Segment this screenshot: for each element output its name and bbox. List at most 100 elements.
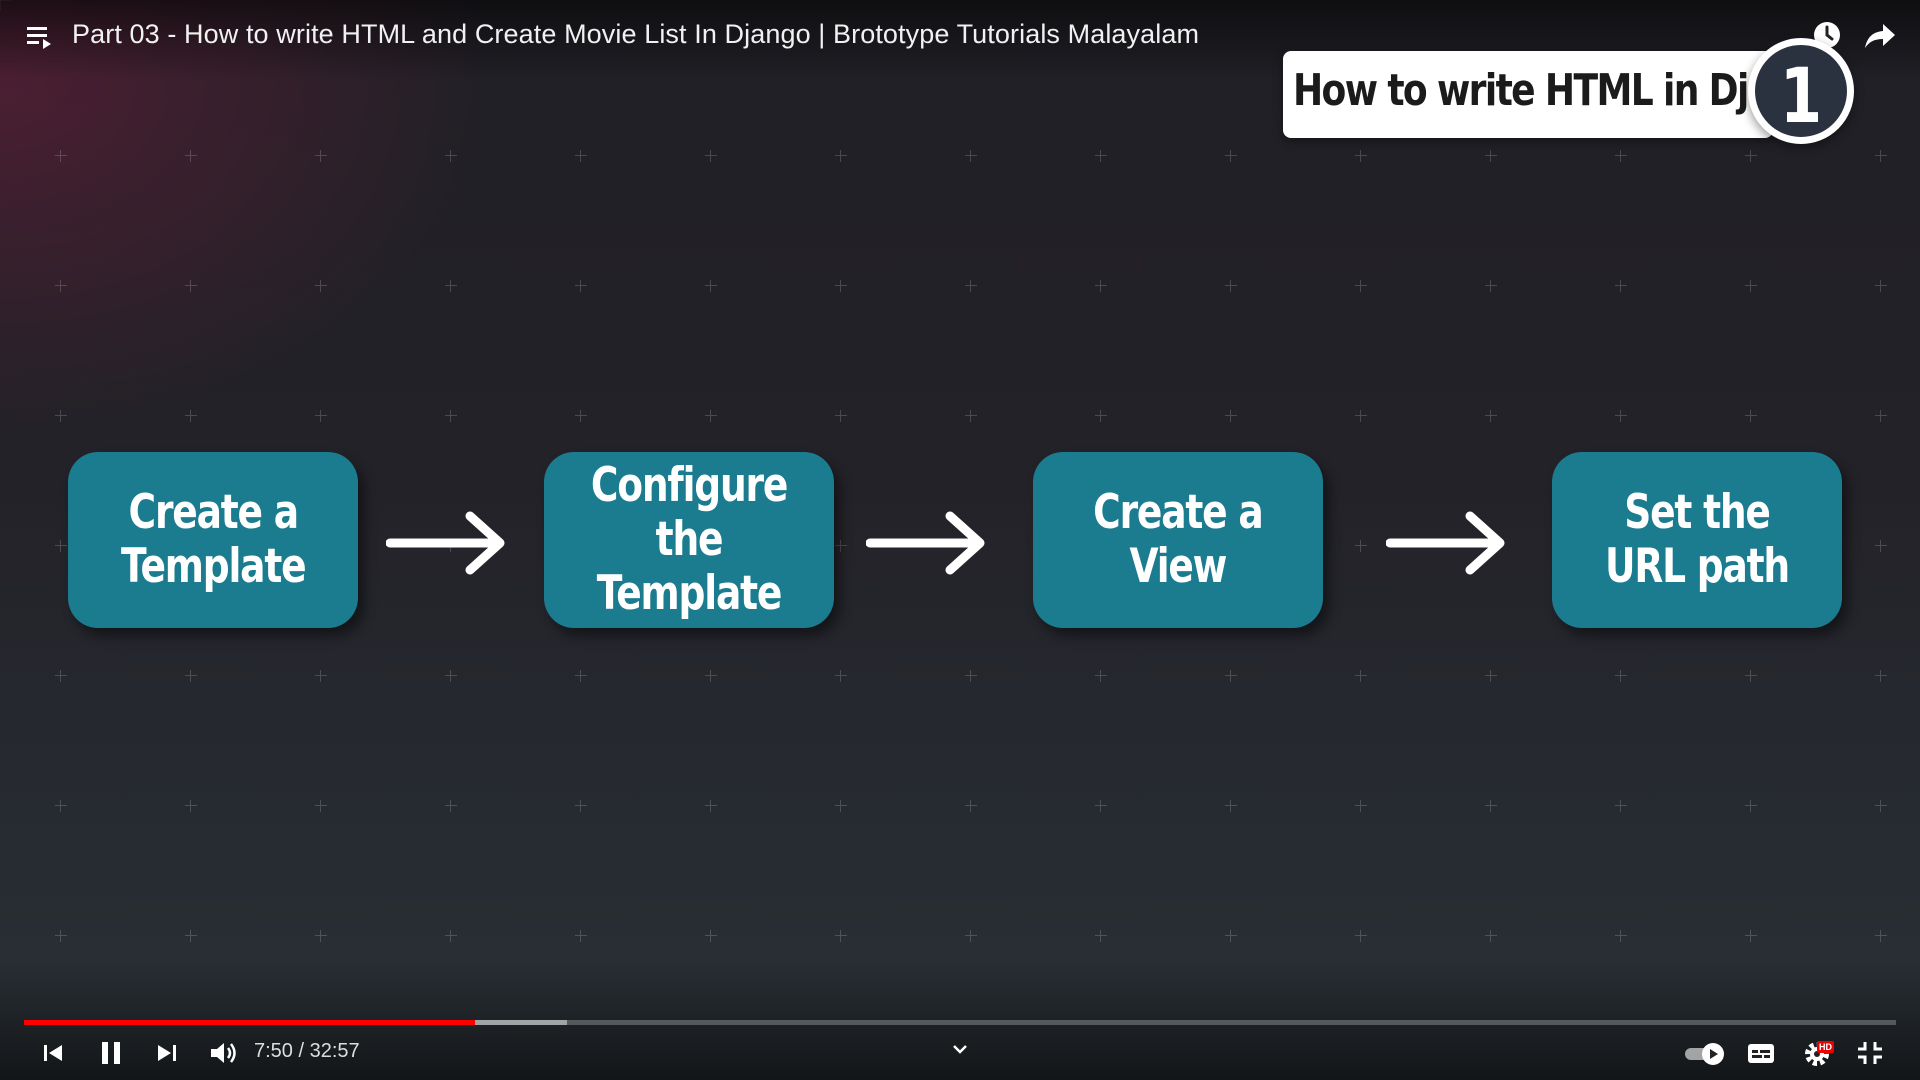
plus-mark	[315, 410, 327, 422]
volume-icon[interactable]	[208, 1038, 238, 1068]
progress-bar[interactable]	[24, 1020, 1896, 1025]
plus-mark	[1485, 280, 1497, 292]
plus-mark	[1095, 800, 1107, 812]
step-label: Configure the Template	[590, 458, 789, 621]
arrow-right-icon	[386, 511, 505, 575]
plus-mark	[705, 800, 717, 812]
plus-mark	[1225, 410, 1237, 422]
skip-next-icon[interactable]	[154, 1038, 180, 1068]
plus-mark	[315, 800, 327, 812]
step-label: Set the URL path	[1605, 485, 1790, 594]
plus-mark	[575, 930, 587, 942]
plus-mark	[1225, 800, 1237, 812]
plus-mark	[1615, 150, 1627, 162]
plus-mark	[55, 150, 67, 162]
plus-mark	[965, 670, 977, 682]
plus-mark	[1875, 670, 1887, 682]
video-title[interactable]: Part 03 - How to write HTML and Create M…	[72, 19, 1200, 49]
skip-previous-icon[interactable]	[40, 1038, 66, 1068]
plus-mark	[55, 280, 67, 292]
pause-icon[interactable]	[96, 1038, 126, 1068]
plus-mark	[1095, 670, 1107, 682]
hd-badge: HD	[1817, 1041, 1834, 1053]
plus-mark	[1615, 410, 1627, 422]
plus-mark	[1095, 930, 1107, 942]
step-label: Create a Template	[120, 485, 307, 594]
plus-mark	[1355, 410, 1367, 422]
plus-mark	[835, 410, 847, 422]
plus-mark	[445, 280, 457, 292]
plus-mark	[185, 670, 197, 682]
plus-mark	[445, 800, 457, 812]
plus-mark	[1355, 670, 1367, 682]
plus-mark	[1615, 800, 1627, 812]
plus-mark	[1875, 930, 1887, 942]
share-icon[interactable]	[1864, 22, 1896, 50]
plus-mark	[315, 150, 327, 162]
step-set-url-path: Set the URL path	[1552, 452, 1842, 628]
plus-mark	[185, 800, 197, 812]
plus-mark	[315, 280, 327, 292]
plus-mark	[185, 150, 197, 162]
plus-mark	[1225, 930, 1237, 942]
chevron-down-icon[interactable]	[950, 1040, 970, 1058]
plus-mark	[1355, 150, 1367, 162]
plus-mark	[1355, 540, 1367, 552]
plus-mark	[55, 540, 67, 552]
plus-mark	[1095, 150, 1107, 162]
plus-mark	[1485, 930, 1497, 942]
plus-mark	[1745, 410, 1757, 422]
plus-mark	[1225, 280, 1237, 292]
plus-mark	[965, 930, 977, 942]
plus-mark	[1095, 410, 1107, 422]
plus-mark	[575, 150, 587, 162]
exit-fullscreen-icon[interactable]	[1856, 1038, 1884, 1068]
plus-mark	[835, 670, 847, 682]
plus-mark	[835, 930, 847, 942]
plus-mark	[1485, 150, 1497, 162]
plus-mark	[1095, 280, 1107, 292]
captions-icon[interactable]	[1746, 1038, 1776, 1068]
plus-mark	[1875, 540, 1887, 552]
plus-mark	[575, 410, 587, 422]
plus-mark	[705, 670, 717, 682]
plus-mark	[445, 410, 457, 422]
top-bar: Part 03 - How to write HTML and Create M…	[0, 0, 1920, 80]
plus-mark	[1745, 280, 1757, 292]
plus-mark	[445, 670, 457, 682]
plus-mark	[965, 150, 977, 162]
plus-mark	[835, 280, 847, 292]
plus-mark	[185, 410, 197, 422]
progress-played	[24, 1020, 476, 1025]
plus-mark	[445, 150, 457, 162]
step-label: Create a View	[1093, 485, 1264, 594]
plus-mark	[965, 410, 977, 422]
plus-mark	[1875, 150, 1887, 162]
step-create-template: Create a Template	[68, 452, 358, 628]
plus-mark	[705, 410, 717, 422]
arrow-right-icon	[866, 511, 985, 575]
plus-mark	[1485, 670, 1497, 682]
plus-mark	[835, 800, 847, 812]
plus-mark	[705, 150, 717, 162]
plus-mark	[55, 800, 67, 812]
plus-mark	[1875, 280, 1887, 292]
plus-mark	[835, 150, 847, 162]
plus-mark	[705, 930, 717, 942]
plus-mark	[1615, 280, 1627, 292]
plus-mark	[1355, 800, 1367, 812]
plus-mark	[965, 280, 977, 292]
plus-mark	[315, 930, 327, 942]
step-configure-template: Configure the Template	[544, 452, 834, 628]
time-display: 7:50 / 32:57	[254, 1040, 360, 1062]
plus-mark	[575, 280, 587, 292]
autoplay-toggle-icon[interactable]	[1683, 1038, 1727, 1068]
plus-mark	[1615, 930, 1627, 942]
plus-mark	[705, 280, 717, 292]
plus-mark	[55, 410, 67, 422]
plus-mark	[1745, 930, 1757, 942]
playlist-icon[interactable]	[26, 24, 54, 50]
arrow-right-icon	[1386, 511, 1505, 575]
plus-mark	[1485, 800, 1497, 812]
plus-mark	[1355, 280, 1367, 292]
